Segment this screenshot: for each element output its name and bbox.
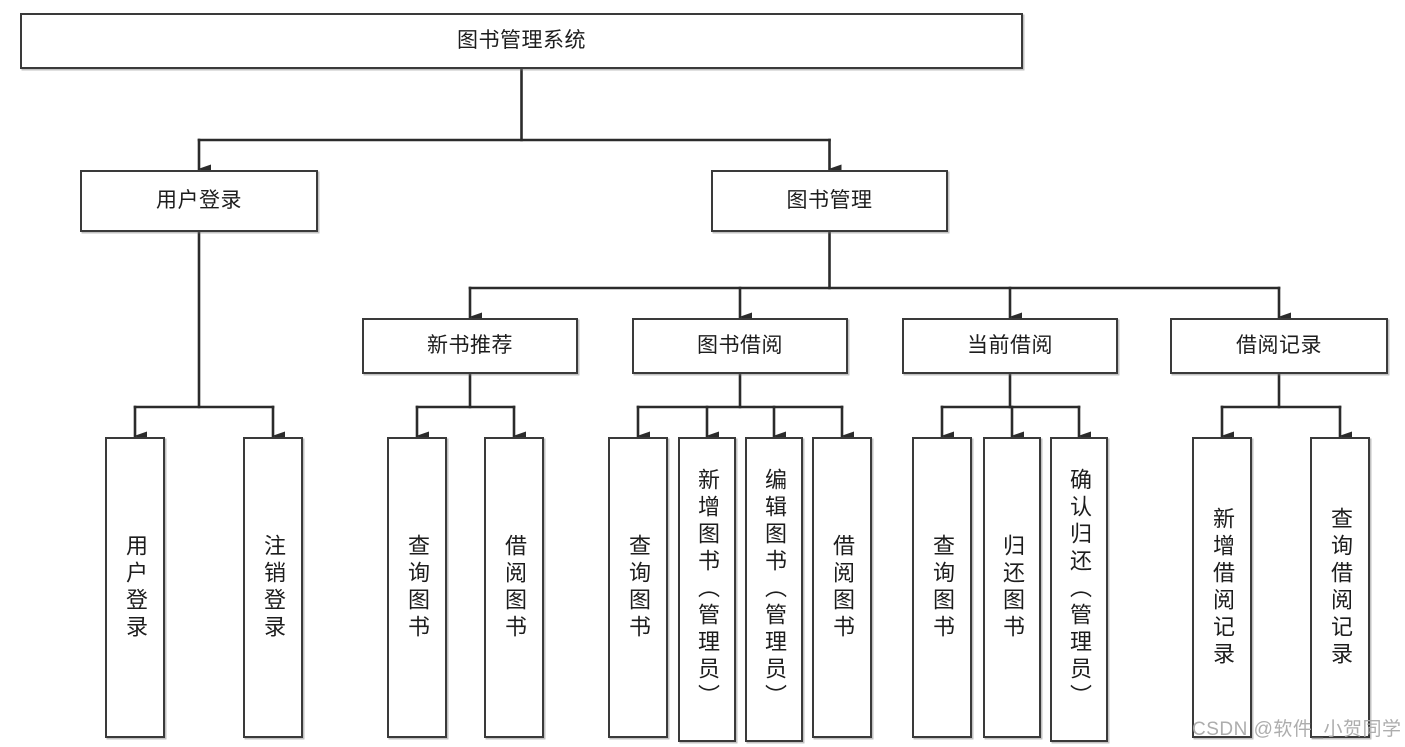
node-act-borrow-book-2[interactable]: 借阅图书 <box>812 437 872 738</box>
node-act-add-book[interactable]: 新增图书（管理员） <box>678 437 736 742</box>
node-label-borrow-record: 借阅记录 <box>1236 333 1322 357</box>
node-act-query-book-2[interactable]: 查询图书 <box>608 437 668 738</box>
node-act-add-record[interactable]: 新增借阅记录 <box>1192 437 1252 738</box>
node-label-book-manage: 图书管理 <box>786 188 873 212</box>
node-label-act-edit-book: 编辑图书（管理员） <box>762 468 787 711</box>
node-act-query-book-1[interactable]: 查询图书 <box>387 437 447 738</box>
node-act-return-book[interactable]: 归还图书 <box>983 437 1041 738</box>
node-label-act-query-book-3: 查询图书 <box>930 533 955 642</box>
node-label-act-user-logout: 注销登录 <box>261 533 286 642</box>
node-label-act-borrow-book-2: 借阅图书 <box>830 533 855 642</box>
node-label-root: 图书管理系统 <box>457 28 586 52</box>
node-borrow-record[interactable]: 借阅记录 <box>1170 318 1388 374</box>
node-act-edit-book[interactable]: 编辑图书（管理员） <box>745 437 803 742</box>
node-label-act-return-book: 归还图书 <box>1000 533 1025 642</box>
node-act-user-login[interactable]: 用户登录 <box>105 437 165 738</box>
node-label-user-login: 用户登录 <box>156 188 242 212</box>
node-current-borrow[interactable]: 当前借阅 <box>902 318 1118 374</box>
node-book-manage[interactable]: 图书管理 <box>711 170 948 232</box>
node-act-user-logout[interactable]: 注销登录 <box>243 437 303 738</box>
node-book-borrow[interactable]: 图书借阅 <box>632 318 848 374</box>
node-label-new-book-rec: 新书推荐 <box>427 333 513 357</box>
node-new-book-rec[interactable]: 新书推荐 <box>362 318 578 374</box>
node-act-confirm-return[interactable]: 确认归还（管理员） <box>1050 437 1108 742</box>
node-label-act-user-login: 用户登录 <box>123 533 148 642</box>
node-label-act-query-record: 查询借阅记录 <box>1328 506 1353 669</box>
node-label-act-query-book-1: 查询图书 <box>405 533 430 642</box>
node-act-query-record[interactable]: 查询借阅记录 <box>1310 437 1370 738</box>
node-act-query-book-3[interactable]: 查询图书 <box>912 437 972 738</box>
node-root[interactable]: 图书管理系统 <box>20 13 1023 69</box>
node-label-act-add-record: 新增借阅记录 <box>1210 506 1235 669</box>
node-label-act-add-book: 新增图书（管理员） <box>695 468 720 711</box>
node-label-act-query-book-2: 查询图书 <box>626 533 651 642</box>
node-label-book-borrow: 图书借阅 <box>697 333 783 357</box>
node-label-current-borrow: 当前借阅 <box>967 333 1053 357</box>
node-act-borrow-book-1[interactable]: 借阅图书 <box>484 437 544 738</box>
node-label-act-borrow-book-1: 借阅图书 <box>502 533 527 642</box>
node-user-login[interactable]: 用户登录 <box>80 170 318 232</box>
node-label-act-confirm-return: 确认归还（管理员） <box>1067 468 1092 711</box>
